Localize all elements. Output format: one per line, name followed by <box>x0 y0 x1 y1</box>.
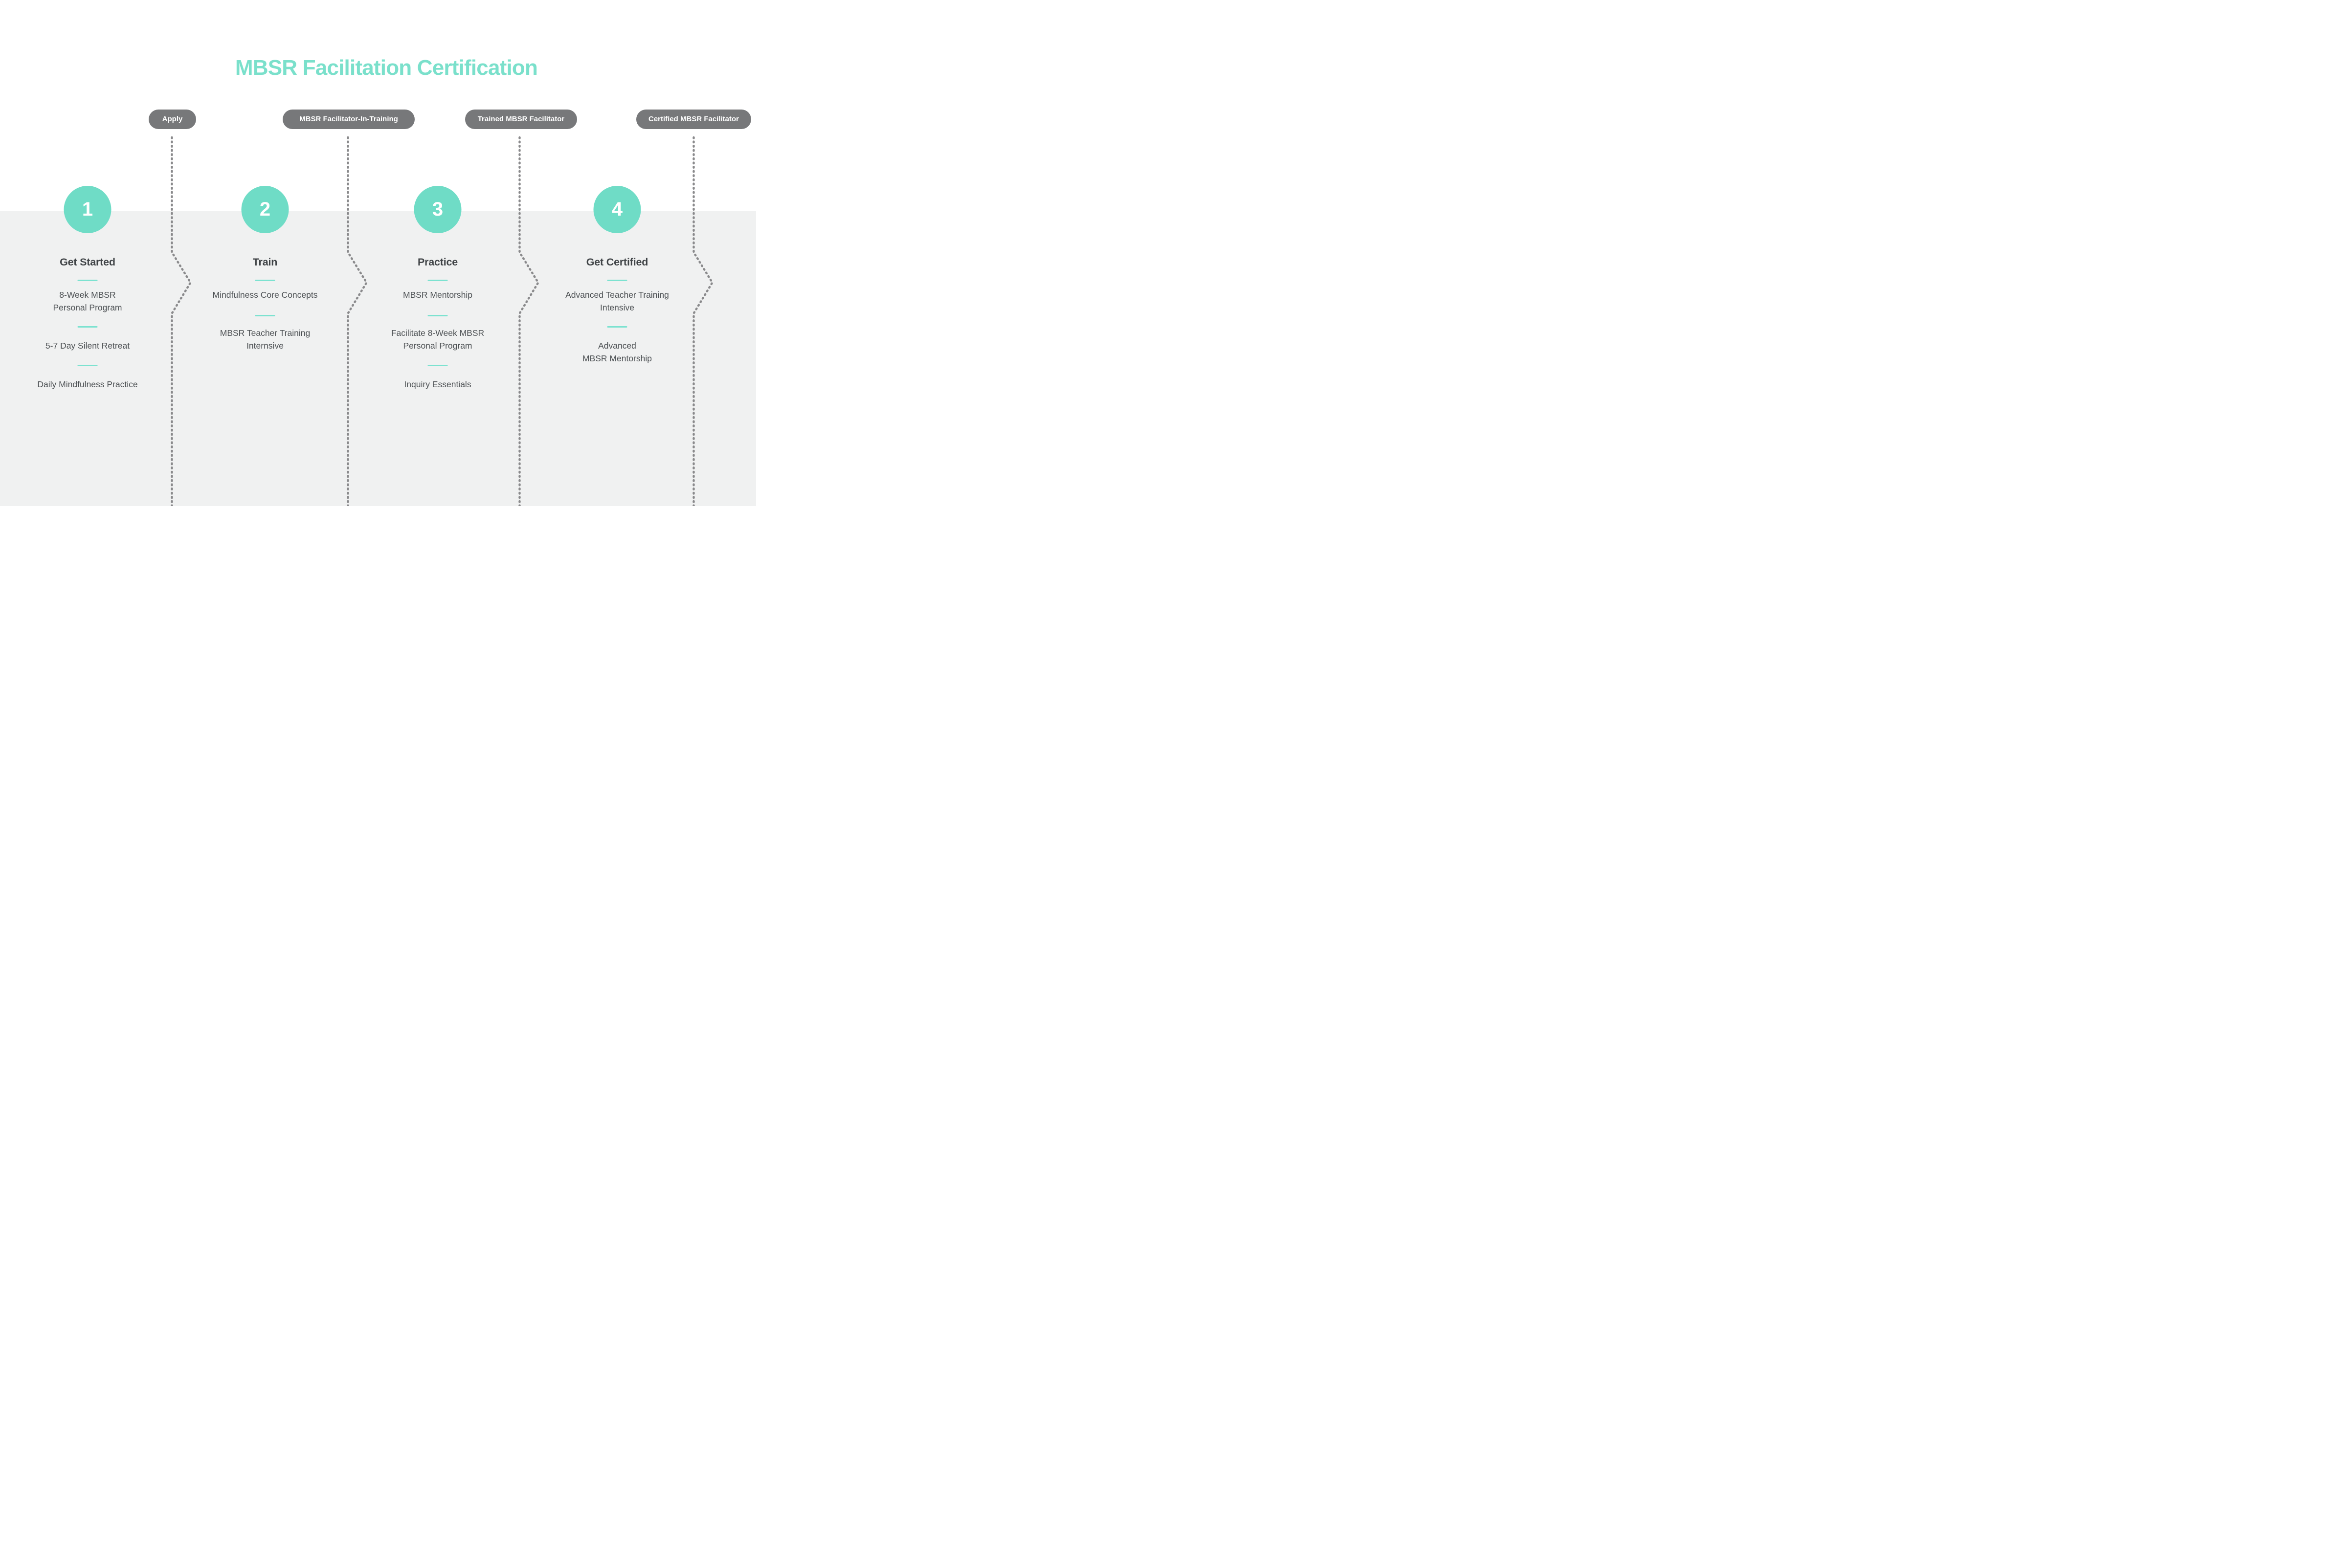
step-column-4: 4 Get Certified Advanced Teacher Trainin… <box>534 0 700 506</box>
step-item: Facilitate 8-Week MBSR Personal Program <box>391 328 485 351</box>
milestone-badge-apply: Apply <box>149 110 196 129</box>
step-column-3: 3 Practice MBSR Mentorship Facilitate 8-… <box>355 0 521 506</box>
milestone-badge-trained-facilitator: Trained MBSR Facilitator <box>465 110 577 129</box>
divider-line <box>427 280 448 281</box>
step-item: Advanced MBSR Mentorship <box>582 341 652 363</box>
divider-line <box>77 365 98 366</box>
step-column-1: 1 Get Started 8-Week MBSR Personal Progr… <box>4 0 171 506</box>
step-item: Advanced Teacher Training Intensive <box>565 290 669 312</box>
step-number-circle-3: 3 <box>414 186 462 233</box>
divider-line <box>77 280 98 281</box>
dotted-connector-1 <box>171 136 192 506</box>
step-number: 2 <box>259 199 271 220</box>
dotted-connector-3 <box>518 136 540 506</box>
step-column-2: 2 Train Mindfulness Core Concepts MBSR T… <box>182 0 348 506</box>
milestone-badge-certified-facilitator: Certified MBSR Facilitator <box>636 110 751 129</box>
step-number-circle-2: 2 <box>241 186 289 233</box>
step-item: MBSR Teacher Training Internsive <box>220 328 311 351</box>
gray-background-band <box>0 211 756 506</box>
step-item: 5-7 Day Silent Retreat <box>45 341 130 351</box>
step-number: 3 <box>432 199 444 220</box>
divider-line <box>607 326 627 328</box>
step-item: Mindfulness Core Concepts <box>212 290 318 300</box>
step-item: Inquiry Essentials <box>404 379 471 389</box>
step-number: 4 <box>611 199 623 220</box>
step-heading: Practice <box>417 256 458 268</box>
page-title: MBSR Facilitation Certification <box>235 56 538 80</box>
divider-line <box>607 280 627 281</box>
step-item: 8-Week MBSR Personal Program <box>53 290 122 312</box>
infographic-page: MBSR Facilitation Certification Apply MB… <box>0 0 756 506</box>
step-item: Daily Mindfulness Practice <box>37 379 138 389</box>
step-heading: Train <box>252 256 278 268</box>
dotted-connectors <box>171 136 714 506</box>
step-heading: Get Started <box>60 256 115 268</box>
divider-line <box>255 280 275 281</box>
step-number-circle-1: 1 <box>64 186 112 233</box>
dotted-connector-2 <box>347 136 368 506</box>
divider-line <box>255 315 275 316</box>
step-number: 1 <box>82 199 93 220</box>
step-heading: Get Certified <box>586 256 648 268</box>
divider-line <box>427 315 448 316</box>
step-item: MBSR Mentorship <box>403 290 472 300</box>
divider-line <box>77 326 98 328</box>
step-number-circle-4: 4 <box>593 186 641 233</box>
milestone-badge-facilitator-in-training: MBSR Facilitator-In-Training <box>283 110 415 129</box>
divider-line <box>427 365 448 366</box>
dotted-connector-4 <box>692 136 714 506</box>
